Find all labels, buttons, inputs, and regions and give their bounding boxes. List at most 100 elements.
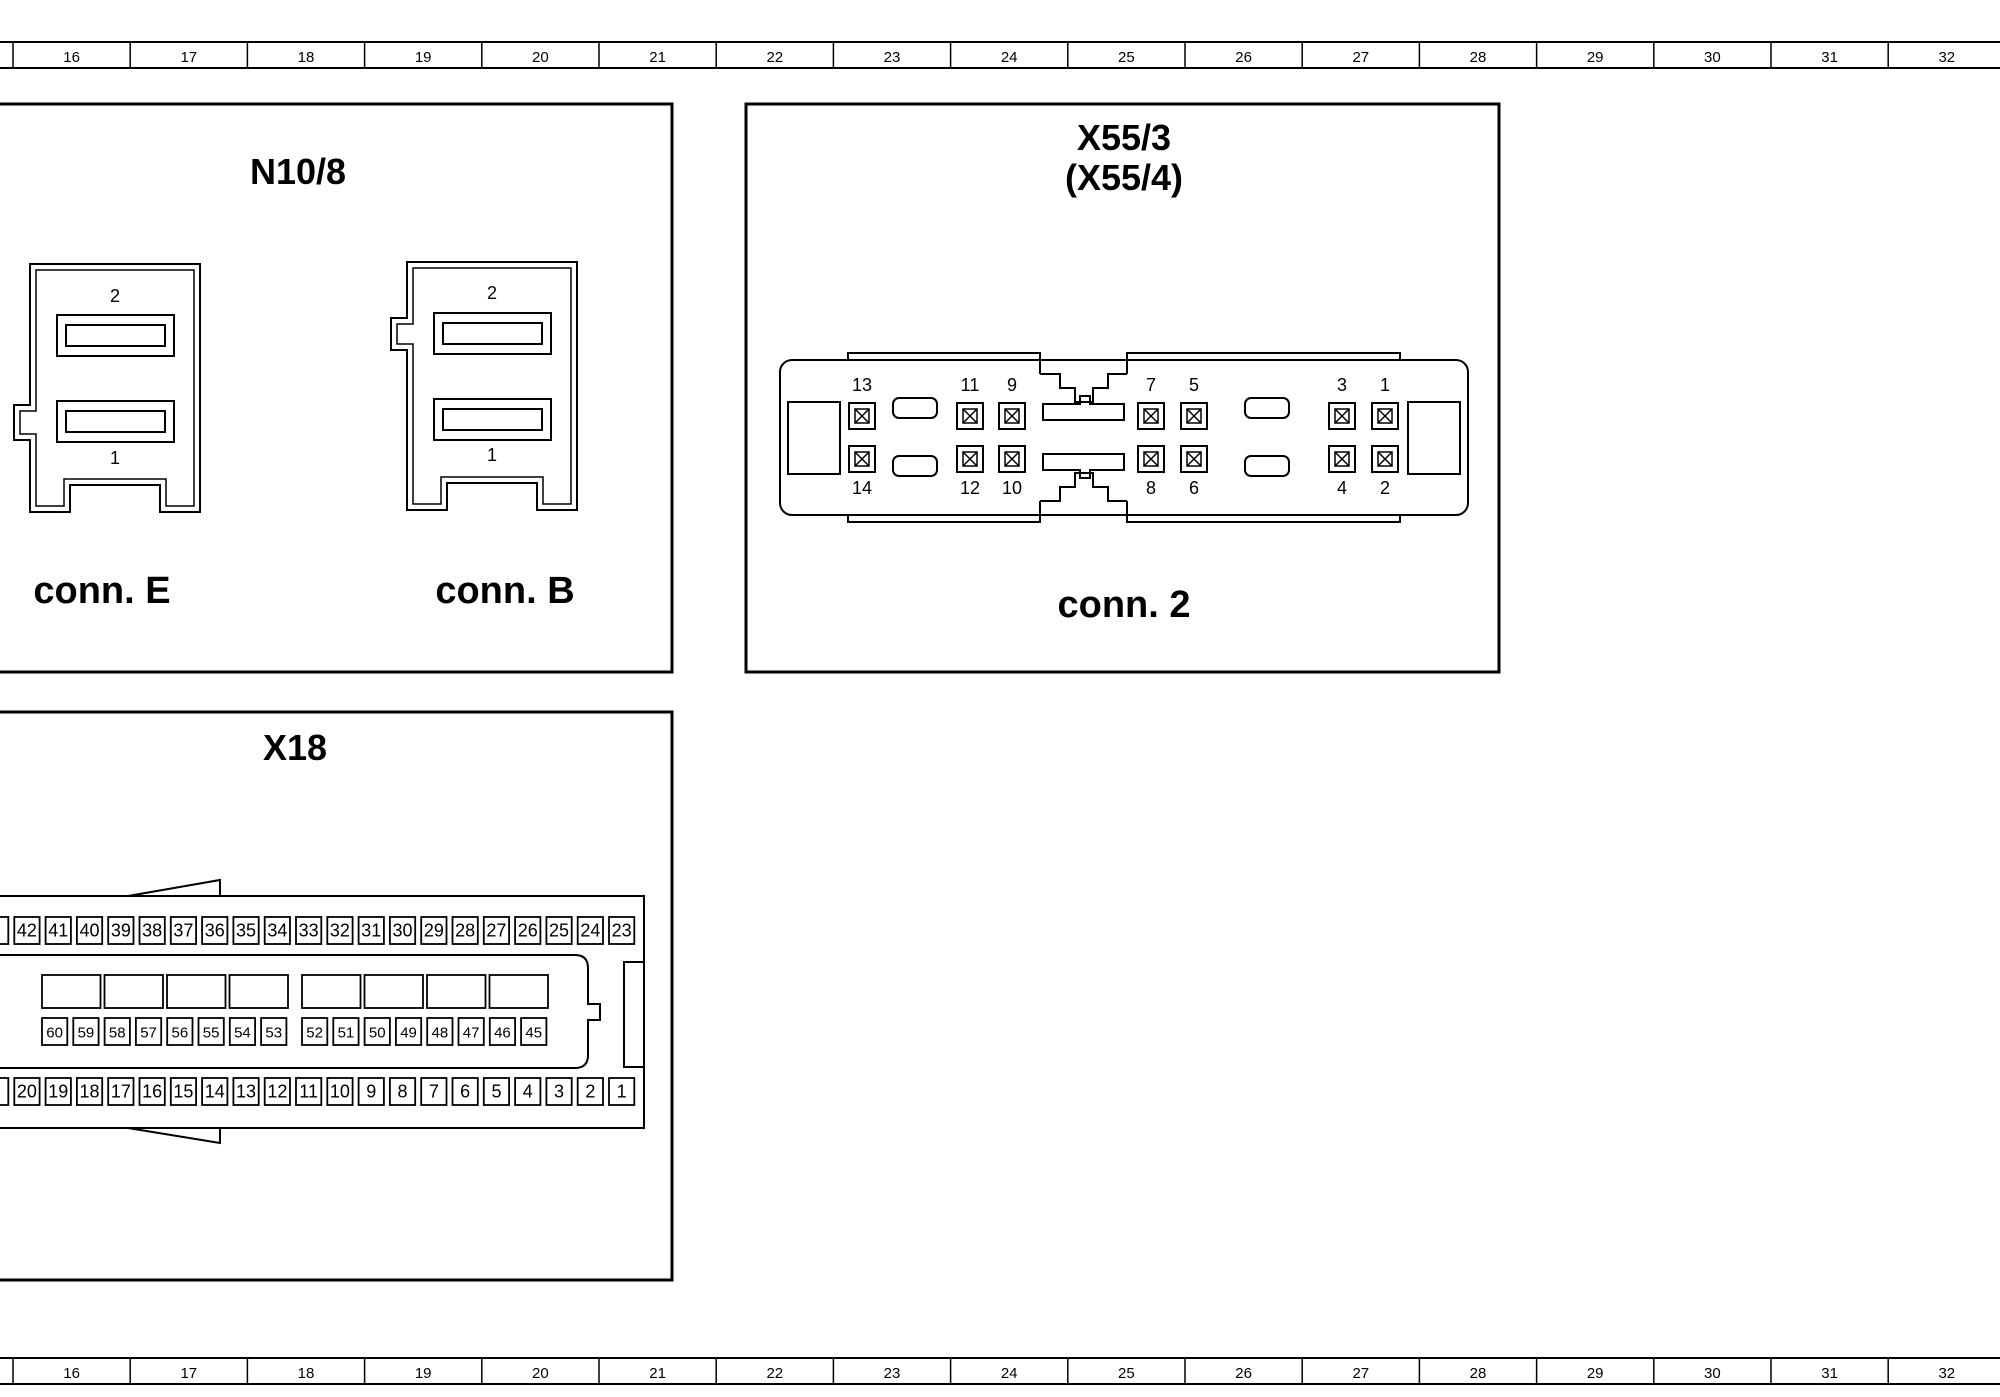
x18-pin-51: 51 <box>332 1017 360 1046</box>
bottom-ruler-column-32: 32 <box>1938 1365 1955 1382</box>
bottom-ruler-column-29: 29 <box>1587 1365 1604 1382</box>
x55-title: X55/3 <box>1077 117 1171 158</box>
x55-pin-7 <box>1137 402 1165 430</box>
x18-pin-17: 17 <box>107 1077 135 1106</box>
bottom-ruler-column-17: 17 <box>180 1365 197 1382</box>
x55-pin-9 <box>998 402 1026 430</box>
x18-pin-47: 47 <box>457 1017 485 1046</box>
conn-e-pin-2-label: 2 <box>110 286 120 306</box>
x55-subtitle: (X55/4) <box>1065 157 1183 198</box>
x18-cavity-box <box>363 974 424 1009</box>
x55-pin-10 <box>998 445 1026 473</box>
x18-pin-6: 6 <box>451 1077 479 1106</box>
x55-pin-4 <box>1328 445 1356 473</box>
bottom-ruler-column-16: 16 <box>63 1365 80 1382</box>
x55-pin-5 <box>1180 402 1208 430</box>
x18-pin-1: 1 <box>0 1077 10 1106</box>
svg-text:45: 45 <box>525 1025 542 1042</box>
x55-pin-14 <box>848 445 876 473</box>
x18-panel: X18 342414039383736353433323130292827262… <box>0 710 674 1282</box>
svg-text:50: 50 <box>369 1025 386 1042</box>
svg-text:26: 26 <box>518 921 538 941</box>
x55-pin-label: 5 <box>1189 375 1199 395</box>
x18-pin-56: 56 <box>166 1017 194 1046</box>
svg-text:58: 58 <box>109 1025 126 1042</box>
svg-text:1: 1 <box>0 1082 1 1102</box>
bottom-ruler-column-22: 22 <box>766 1365 783 1382</box>
x18-pin-39: 39 <box>107 916 135 945</box>
x55-pin-2 <box>1371 445 1399 473</box>
x18-cavity-box <box>166 974 227 1009</box>
top-ruler-column-18: 18 <box>298 49 315 66</box>
x18-pin-11: 11 <box>295 1077 323 1106</box>
x18-pin-60: 60 <box>41 1017 69 1046</box>
svg-text:18: 18 <box>80 1082 100 1102</box>
x18-pin-10: 10 <box>326 1077 354 1106</box>
svg-text:55: 55 <box>203 1025 220 1042</box>
bottom-ruler-column-23: 23 <box>884 1365 901 1382</box>
svg-text:36: 36 <box>205 921 225 941</box>
svg-text:6: 6 <box>460 1082 470 1102</box>
x18-pin-41: 41 <box>44 916 72 945</box>
x18-pin-5: 5 <box>482 1077 510 1106</box>
svg-text:57: 57 <box>140 1025 157 1042</box>
top-ruler-column-29: 29 <box>1587 49 1604 66</box>
x18-pin-53: 53 <box>260 1017 288 1046</box>
top-ruler-column-19: 19 <box>415 49 432 66</box>
svg-text:14: 14 <box>205 1082 225 1102</box>
svg-text:40: 40 <box>80 921 100 941</box>
x55-pin-label: 6 <box>1189 478 1199 498</box>
bottom-ruler-column-26: 26 <box>1235 1365 1252 1382</box>
x18-pin-3: 3 <box>0 916 10 945</box>
bottom-ruler-column-28: 28 <box>1470 1365 1487 1382</box>
svg-text:29: 29 <box>424 921 444 941</box>
top-ruler-column-22: 22 <box>766 49 783 66</box>
svg-text:35: 35 <box>236 921 256 941</box>
svg-text:38: 38 <box>142 921 162 941</box>
top-ruler-column-23: 23 <box>884 49 901 66</box>
svg-text:56: 56 <box>172 1025 189 1042</box>
x18-pin-59: 59 <box>72 1017 100 1046</box>
x18-pin-58: 58 <box>103 1017 131 1046</box>
bottom-ruler-column-21: 21 <box>649 1365 666 1382</box>
top-ruler-column-31: 31 <box>1821 49 1838 66</box>
conn-e-pin-1-label: 1 <box>110 448 120 468</box>
x18-pin-35: 35 <box>232 916 260 945</box>
x18-cavity-box <box>426 974 487 1009</box>
svg-text:3: 3 <box>0 921 1 941</box>
svg-text:33: 33 <box>299 921 319 941</box>
x18-pin-7: 7 <box>420 1077 448 1106</box>
svg-text:39: 39 <box>111 921 131 941</box>
svg-text:59: 59 <box>78 1025 95 1042</box>
x55-pin-label: 4 <box>1337 478 1347 498</box>
x18-pin-19: 19 <box>44 1077 72 1106</box>
svg-text:60: 60 <box>46 1025 63 1042</box>
x18-pin-33: 33 <box>295 916 323 945</box>
x18-pin-14: 14 <box>201 1077 229 1106</box>
svg-text:23: 23 <box>612 921 632 941</box>
x18-pin-29: 29 <box>420 916 448 945</box>
x55-pin-1 <box>1371 402 1399 430</box>
x18-connector: 3424140393837363534333231302928272625242… <box>0 878 645 1145</box>
svg-text:19: 19 <box>48 1082 68 1102</box>
x18-pin-15: 15 <box>169 1077 198 1106</box>
svg-text:46: 46 <box>494 1025 511 1042</box>
top-ruler-column-17: 17 <box>180 49 197 66</box>
x18-pin-34: 34 <box>263 916 291 945</box>
connector-e: 2 1 conn. E <box>13 263 201 612</box>
svg-text:37: 37 <box>173 921 193 941</box>
x55-pin-label: 9 <box>1007 375 1017 395</box>
x18-title: X18 <box>263 727 327 768</box>
svg-text:2: 2 <box>585 1082 595 1102</box>
top-ruler-column-27: 27 <box>1352 49 1369 66</box>
conn-2-caption: conn. 2 <box>1057 584 1190 626</box>
x18-pin-57: 57 <box>134 1017 163 1046</box>
x55-pin-label: 11 <box>961 375 980 395</box>
x18-pin-3: 3 <box>545 1077 573 1106</box>
x55-pin-11 <box>956 402 984 430</box>
svg-text:30: 30 <box>393 921 413 941</box>
svg-text:10: 10 <box>330 1082 350 1102</box>
